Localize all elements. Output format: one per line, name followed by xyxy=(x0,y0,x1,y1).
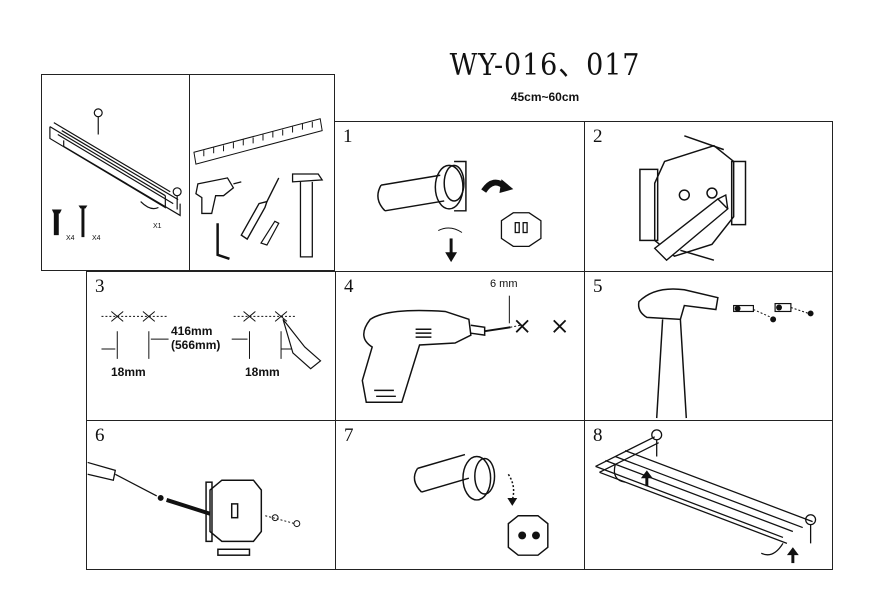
step-8-panel: 8 xyxy=(584,420,833,570)
step-3-illustration xyxy=(101,311,322,370)
rack-quantity: X1 xyxy=(153,223,162,230)
drill-bit-size: 6 mm xyxy=(490,278,518,290)
step-1-number: 1 xyxy=(343,126,353,147)
model-title: WY-016、017 xyxy=(449,48,641,83)
step-4-panel: 4 6 mm xyxy=(335,271,586,421)
parts-rack-panel: X1 X4 X4 xyxy=(41,74,190,271)
screwdriver-icon xyxy=(240,177,280,241)
step-1-illustration xyxy=(377,160,542,263)
step-2-number: 2 xyxy=(593,126,603,147)
anchor-quantity: X4 xyxy=(66,235,75,242)
down-arrow-icon xyxy=(507,473,515,501)
size-range: 45cm~60cm xyxy=(510,90,580,104)
pencil-icon xyxy=(260,220,280,246)
hammer-icon xyxy=(291,173,324,258)
step-5-panel: 5 xyxy=(584,271,833,421)
drill-icon xyxy=(195,177,242,215)
tools-illustration xyxy=(193,118,324,260)
step-6-panel: 6 xyxy=(86,420,336,570)
step-1-panel: 1 xyxy=(334,121,585,273)
step-7-panel: 7 xyxy=(335,420,586,570)
screwdriver-icon xyxy=(87,461,158,497)
step-3-number: 3 xyxy=(95,276,105,297)
screw-quantity: X4 xyxy=(92,235,101,242)
drill-icon xyxy=(361,309,486,403)
step-8-illustration xyxy=(595,429,817,564)
ruler-icon xyxy=(193,118,323,165)
step-7-number: 7 xyxy=(344,425,354,446)
step-7-illustration xyxy=(413,453,549,556)
step-5-illustration xyxy=(637,288,814,419)
allen-key-icon xyxy=(216,223,230,260)
step-5-number: 5 xyxy=(593,276,603,297)
step-4-number: 4 xyxy=(344,276,354,297)
edge-measurement-right: 18mm xyxy=(245,365,280,379)
step-6-number: 6 xyxy=(95,425,105,446)
towel-rack-illustration xyxy=(49,108,182,238)
step-3-panel: 3 416mm (566mm) 18mm 18mm xyxy=(86,271,336,421)
spacing-measurement: 416mm xyxy=(171,324,213,338)
spacing-measurement-alt: (566mm) xyxy=(171,338,221,352)
step-6-illustration xyxy=(87,461,301,556)
step-8-number: 8 xyxy=(593,425,603,446)
step-2-panel: 2 xyxy=(584,121,833,273)
edge-measurement-left: 18mm xyxy=(111,365,146,379)
step-2-illustration xyxy=(639,135,747,262)
step-4-illustration xyxy=(361,295,567,403)
pencil-icon xyxy=(653,193,729,262)
tools-panel xyxy=(189,74,335,271)
hammer-icon xyxy=(637,288,719,419)
